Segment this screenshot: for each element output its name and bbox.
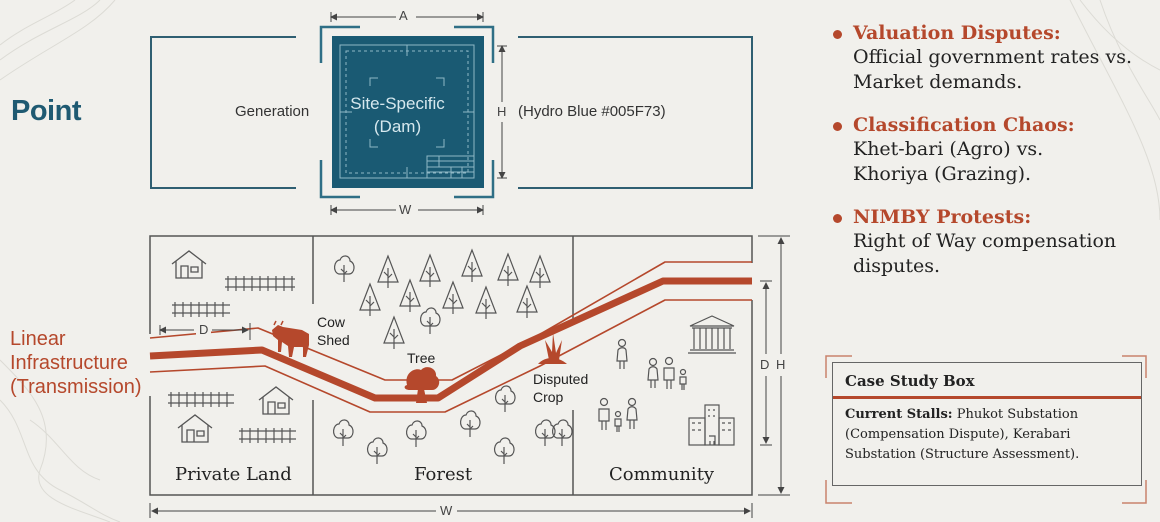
dam-brackets [319, 25, 495, 199]
issue-title: Classification Chaos: [853, 114, 1075, 136]
linear-title-line: Linear [10, 328, 66, 350]
conifer-tree-icon [497, 252, 519, 286]
zone-community: Community [609, 464, 715, 485]
round-tree-icon [420, 307, 441, 334]
round-tree-icon [494, 437, 515, 464]
case-study-body: Current Stalls: Phukot Substation (Compe… [833, 399, 1141, 465]
fence-icon [168, 392, 234, 407]
conifer-tree-icon [419, 253, 441, 287]
dim-d-offset-line [159, 323, 251, 340]
round-tree-icon [552, 419, 573, 446]
title-block [426, 155, 475, 179]
fence-icons [168, 276, 296, 443]
dim-w-line [330, 205, 484, 215]
round-tree-icon [367, 437, 388, 464]
transmission-corridor [149, 261, 752, 413]
family-icon [647, 356, 687, 390]
corridor-edge-bottom [149, 299, 752, 413]
transmission-line [149, 277, 752, 402]
conifer-tree-icon [359, 282, 381, 316]
dam-blueprint [332, 36, 484, 188]
fence-icon [172, 302, 230, 317]
issue-text: Khet-bari (Agro) vs. Khoriya (Grazing). [853, 138, 1044, 185]
cow-shed-label: Cow Shed [317, 314, 350, 348]
zone-forest: Forest [414, 464, 473, 485]
issue-text: Official government rates vs. Market dem… [853, 46, 1132, 93]
conifer-tree-icon [461, 248, 483, 282]
case-study-title: Case Study Box [833, 363, 1141, 399]
dim-h-label: H [494, 104, 510, 119]
apartment-building-icon [688, 404, 735, 446]
dim-a-label: A [396, 8, 411, 23]
round-tree-icon [406, 420, 427, 447]
issues-list: Valuation Disputes: Official government … [833, 22, 1153, 298]
dim-height-label: H [774, 357, 788, 372]
issue-item: Valuation Disputes: Official government … [833, 22, 1153, 95]
zone-private-land: Private Land [175, 464, 292, 485]
people-icons [598, 338, 687, 432]
linear-title-line: (Transmission) [10, 376, 142, 398]
cow-icon [272, 320, 309, 357]
family-icon [598, 397, 638, 432]
issue-item: NIMBY Protests: Right of Way compensatio… [833, 206, 1153, 279]
dim-corridor-label: D [758, 357, 772, 372]
generation-label: Generation [235, 103, 310, 120]
conifer-tree-icon [383, 315, 405, 349]
case-study-text: Phukot Substation (Compensation Dispute)… [845, 407, 1080, 462]
person-icon [616, 338, 628, 369]
bullet-dot-icon [833, 122, 842, 131]
dim-width-line [149, 503, 753, 518]
dim-h-line [497, 45, 507, 179]
issue-title: NIMBY Protests: [853, 206, 1032, 228]
corridor-edge-top [149, 261, 752, 381]
point-section-title: Point [11, 95, 82, 127]
hydro-blue-label: (Hydro Blue #005F73) [518, 103, 666, 120]
house-icon [258, 386, 294, 415]
conifer-tree-icon [377, 254, 399, 288]
linear-section-title: Linear Infrastructure (Transmission) [10, 327, 142, 399]
house-icon [177, 414, 213, 443]
dam-label: Site-Specific (Dam) [350, 94, 445, 136]
round-tree-icon [495, 385, 516, 412]
fence-icon [225, 276, 295, 291]
dim-width-label: W [437, 503, 456, 518]
issue-text: Right of Way compensation disputes. [853, 230, 1117, 277]
land-grid [149, 235, 753, 496]
tree-label: Tree [407, 350, 436, 366]
dim-a-line [330, 12, 484, 22]
round-tree-icon [535, 419, 556, 446]
disputed-crop-label: Disputed Crop [533, 371, 589, 405]
dim-height-line [758, 235, 790, 496]
conifer-tree-icon [442, 280, 464, 314]
point-frame-right [518, 36, 753, 189]
case-study-brackets [825, 355, 1147, 504]
conifer-trees [359, 248, 551, 349]
conifer-tree-icon [529, 254, 551, 288]
round-trees [333, 255, 573, 464]
conifer-tree-icon [516, 284, 538, 318]
round-tree-icon [334, 255, 355, 282]
case-study-label: Current Stalls: [845, 407, 953, 422]
house-icon [171, 250, 207, 279]
round-tree-icon [460, 410, 481, 437]
round-tree-icon [333, 419, 354, 446]
conifer-tree-icon [475, 285, 497, 319]
dim-corridor-line [760, 280, 772, 446]
conifer-tree-icon [399, 278, 421, 312]
issue-item: Classification Chaos: Khet-bari (Agro) v… [833, 114, 1153, 187]
highlighted-tree-icon [404, 367, 440, 403]
bullet-dot-icon [833, 30, 842, 39]
dim-d-offset-label: D [196, 322, 212, 337]
dim-w-label: W [396, 202, 415, 217]
linear-title-line: Infrastructure [10, 352, 128, 374]
fence-icon [239, 428, 296, 443]
point-frame-left [150, 36, 296, 189]
issue-title: Valuation Disputes: [853, 22, 1061, 44]
case-study-box: Case Study Box Current Stalls: Phukot Su… [832, 362, 1142, 486]
crop-icon [538, 333, 567, 364]
bullet-dot-icon [833, 214, 842, 223]
government-building-icon [688, 315, 736, 354]
